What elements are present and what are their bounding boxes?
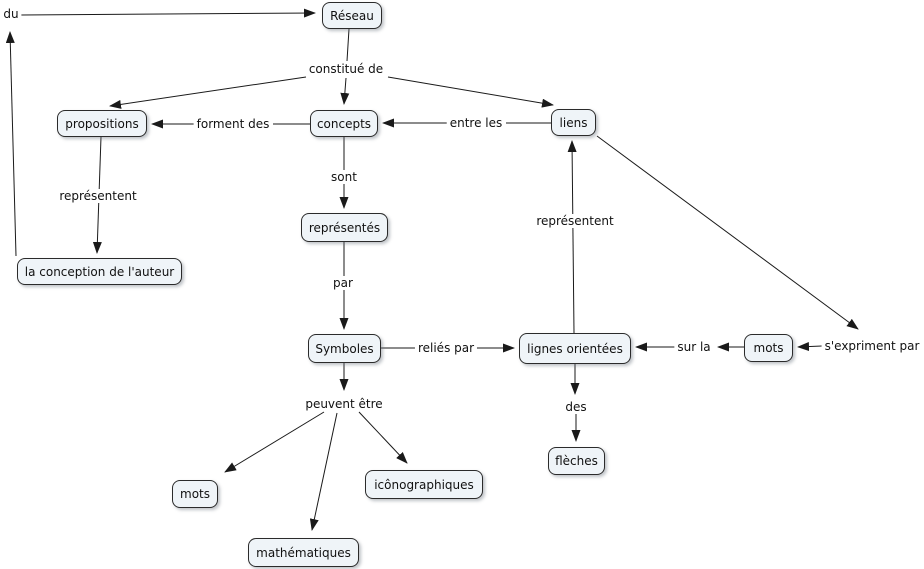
node-symboles[interactable]: Symboles bbox=[308, 334, 381, 363]
link-label-des[interactable]: des bbox=[562, 400, 590, 414]
node-fleches[interactable]: flèches bbox=[548, 447, 605, 475]
node-reseau[interactable]: Réseau bbox=[322, 2, 382, 29]
link-label-forment-des[interactable]: forment des bbox=[193, 117, 273, 131]
link-label-entre-les[interactable]: entre les bbox=[446, 116, 506, 130]
node-mathematiques[interactable]: mathématiques bbox=[248, 538, 359, 567]
node-mots-right[interactable]: mots bbox=[744, 334, 793, 362]
edge-peuvent-etre-to-mathematiques bbox=[309, 412, 338, 531]
edge-du-to-reseau bbox=[20, 8, 316, 18]
edge-reseau-to-constitue-de bbox=[346, 28, 350, 62]
node-representes[interactable]: représentés bbox=[301, 213, 388, 242]
link-label-du[interactable]: du bbox=[0, 7, 22, 21]
link-label-peuvent-etre[interactable]: peuvent être bbox=[302, 397, 386, 411]
link-label-sur-la[interactable]: sur la bbox=[674, 340, 714, 354]
node-mots-left[interactable]: mots bbox=[172, 480, 218, 508]
node-concepts[interactable]: concepts bbox=[310, 110, 378, 137]
link-label-relies-par[interactable]: reliés par bbox=[414, 341, 478, 355]
node-conception-auteur[interactable]: la conception de l'auteur bbox=[17, 258, 182, 285]
link-label-sexpriment-par[interactable]: s'expriment par bbox=[821, 339, 923, 353]
link-label-representent-left[interactable]: représentent bbox=[56, 189, 140, 203]
link-label-sont[interactable]: sont bbox=[328, 170, 360, 184]
edge-liens-to-sexpriment-par bbox=[596, 135, 859, 330]
node-propositions[interactable]: propositions bbox=[57, 110, 147, 137]
edge-lignes-orientees-to-liens bbox=[567, 140, 577, 334]
edge-conception-to-du bbox=[5, 31, 17, 257]
edge-constitue-de-to-propositions bbox=[109, 76, 307, 109]
node-liens[interactable]: liens bbox=[551, 109, 596, 136]
edge-sexpriment-par-to-mots bbox=[797, 342, 823, 352]
edge-constitue-de-to-liens bbox=[387, 76, 554, 108]
link-label-constitue-de[interactable]: constitué de bbox=[305, 62, 387, 76]
edge-constitue-de-to-concepts bbox=[340, 77, 350, 105]
node-iconographiques[interactable]: icônographiques bbox=[365, 470, 483, 499]
node-lignes-orientees[interactable]: lignes orientées bbox=[519, 333, 631, 364]
edge-peuvent-etre-to-mots bbox=[224, 411, 325, 473]
link-label-representent-right[interactable]: représentent bbox=[533, 214, 617, 228]
edge-peuvent-etre-to-iconographiques bbox=[358, 411, 408, 464]
link-label-par[interactable]: par bbox=[330, 276, 356, 290]
